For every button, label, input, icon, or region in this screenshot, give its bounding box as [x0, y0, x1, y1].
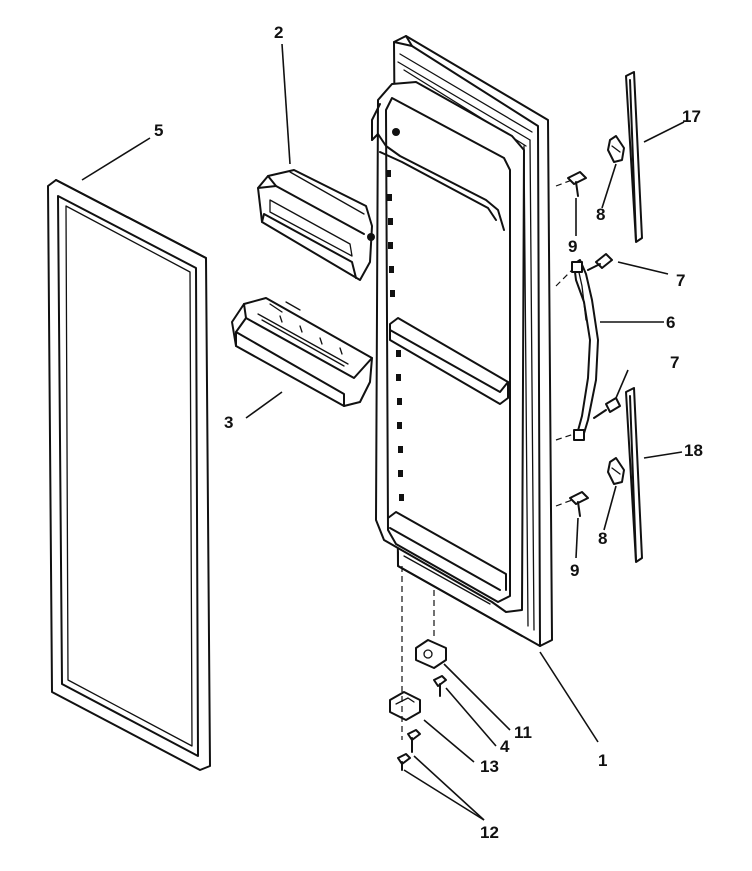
callout-plug-button-lower: 8	[598, 529, 607, 548]
callout-handle-screw-upper: 7	[676, 271, 685, 290]
callout-hinge-bolts: 12	[480, 823, 499, 842]
callout-hinge-bracket: 11	[514, 723, 532, 742]
callout-handle-screw-lower: 7	[670, 353, 679, 372]
door-bin	[231, 297, 373, 407]
callout-door: 1	[598, 751, 607, 770]
callout-hinge-cap: 13	[480, 757, 499, 776]
trim-screw-lower	[569, 491, 589, 517]
trim-upper	[625, 71, 643, 243]
callout-trim-screw-upper: 9	[568, 237, 577, 256]
handle-screw-upper	[587, 253, 613, 271]
door-handle	[571, 259, 599, 441]
hinge-screw	[433, 675, 447, 697]
callout-dairy-door: 2	[274, 23, 283, 42]
handle-screw-lower	[593, 397, 621, 419]
plug-button-upper	[607, 135, 625, 163]
callout-door-gasket: 5	[154, 121, 163, 140]
trim-lower	[625, 387, 643, 563]
door-assembly	[371, 35, 553, 647]
callout-trim-upper: 17	[682, 107, 701, 126]
hinge-bolts	[397, 729, 421, 771]
callout-plug-button-upper: 8	[596, 205, 605, 224]
callout-door-bin: 3	[224, 413, 233, 432]
dairy-door	[257, 169, 375, 281]
callout-trim-lower: 18	[684, 441, 703, 460]
door-gasket	[47, 179, 211, 771]
plug-button-lower	[607, 457, 625, 485]
leader-lines	[81, 43, 685, 821]
callout-trim-screw-lower: 9	[570, 561, 579, 580]
trim-screw-upper	[567, 171, 587, 197]
callout-hinge-screw: 4	[500, 737, 510, 756]
hinge-cap	[389, 691, 421, 721]
hinge-bracket	[415, 639, 447, 669]
callout-handle: 6	[666, 313, 675, 332]
shelf-peg-holes	[386, 170, 404, 501]
